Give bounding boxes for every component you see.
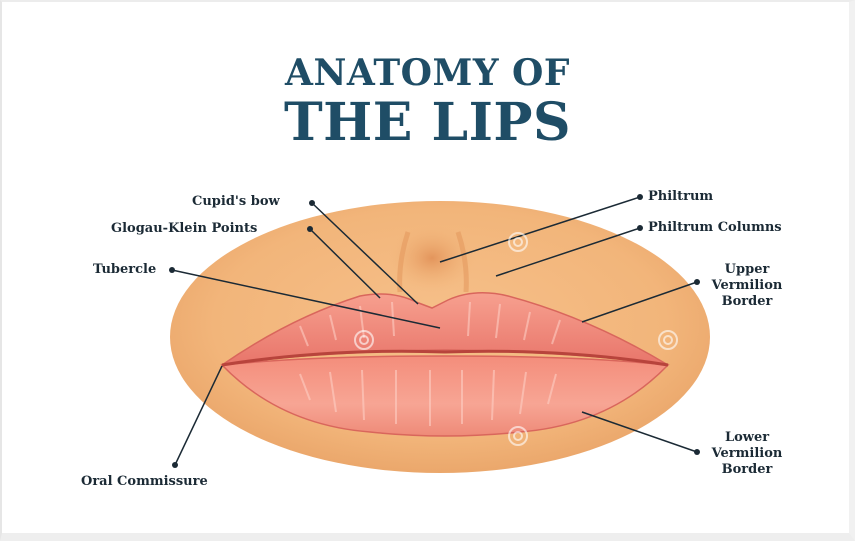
dot-cupids-bow bbox=[309, 200, 315, 206]
label-upper-line-2: Vermilion bbox=[704, 278, 790, 294]
dot-upper-vermilion bbox=[694, 279, 700, 285]
label-philtrum: Philtrum bbox=[648, 189, 713, 205]
label-upper-line-1: Upper bbox=[704, 262, 790, 278]
label-cupids-bow: Cupid's bow bbox=[192, 194, 280, 210]
label-lower-line-2: Vermilion bbox=[704, 446, 790, 462]
dot-tubercle bbox=[169, 267, 175, 273]
dot-philtrum-columns bbox=[637, 225, 643, 231]
dot-philtrum bbox=[637, 194, 643, 200]
label-lower-line-3: Border bbox=[704, 462, 790, 478]
label-philtrum-columns: Philtrum Columns bbox=[648, 220, 782, 236]
label-tubercle: Tubercle bbox=[93, 262, 156, 278]
dot-glogau-klein bbox=[307, 226, 313, 232]
label-lower-vermilion-border: Lower Vermilion Border bbox=[704, 430, 790, 478]
label-glogau-klein-points: Glogau-Klein Points bbox=[111, 221, 257, 237]
label-lower-line-1: Lower bbox=[704, 430, 790, 446]
label-upper-line-3: Border bbox=[704, 294, 790, 310]
dot-lower-vermilion bbox=[694, 449, 700, 455]
dot-oral-commissure bbox=[172, 462, 178, 468]
label-upper-vermilion-border: Upper Vermilion Border bbox=[704, 262, 790, 310]
label-oral-commissure: Oral Commissure bbox=[81, 474, 208, 490]
